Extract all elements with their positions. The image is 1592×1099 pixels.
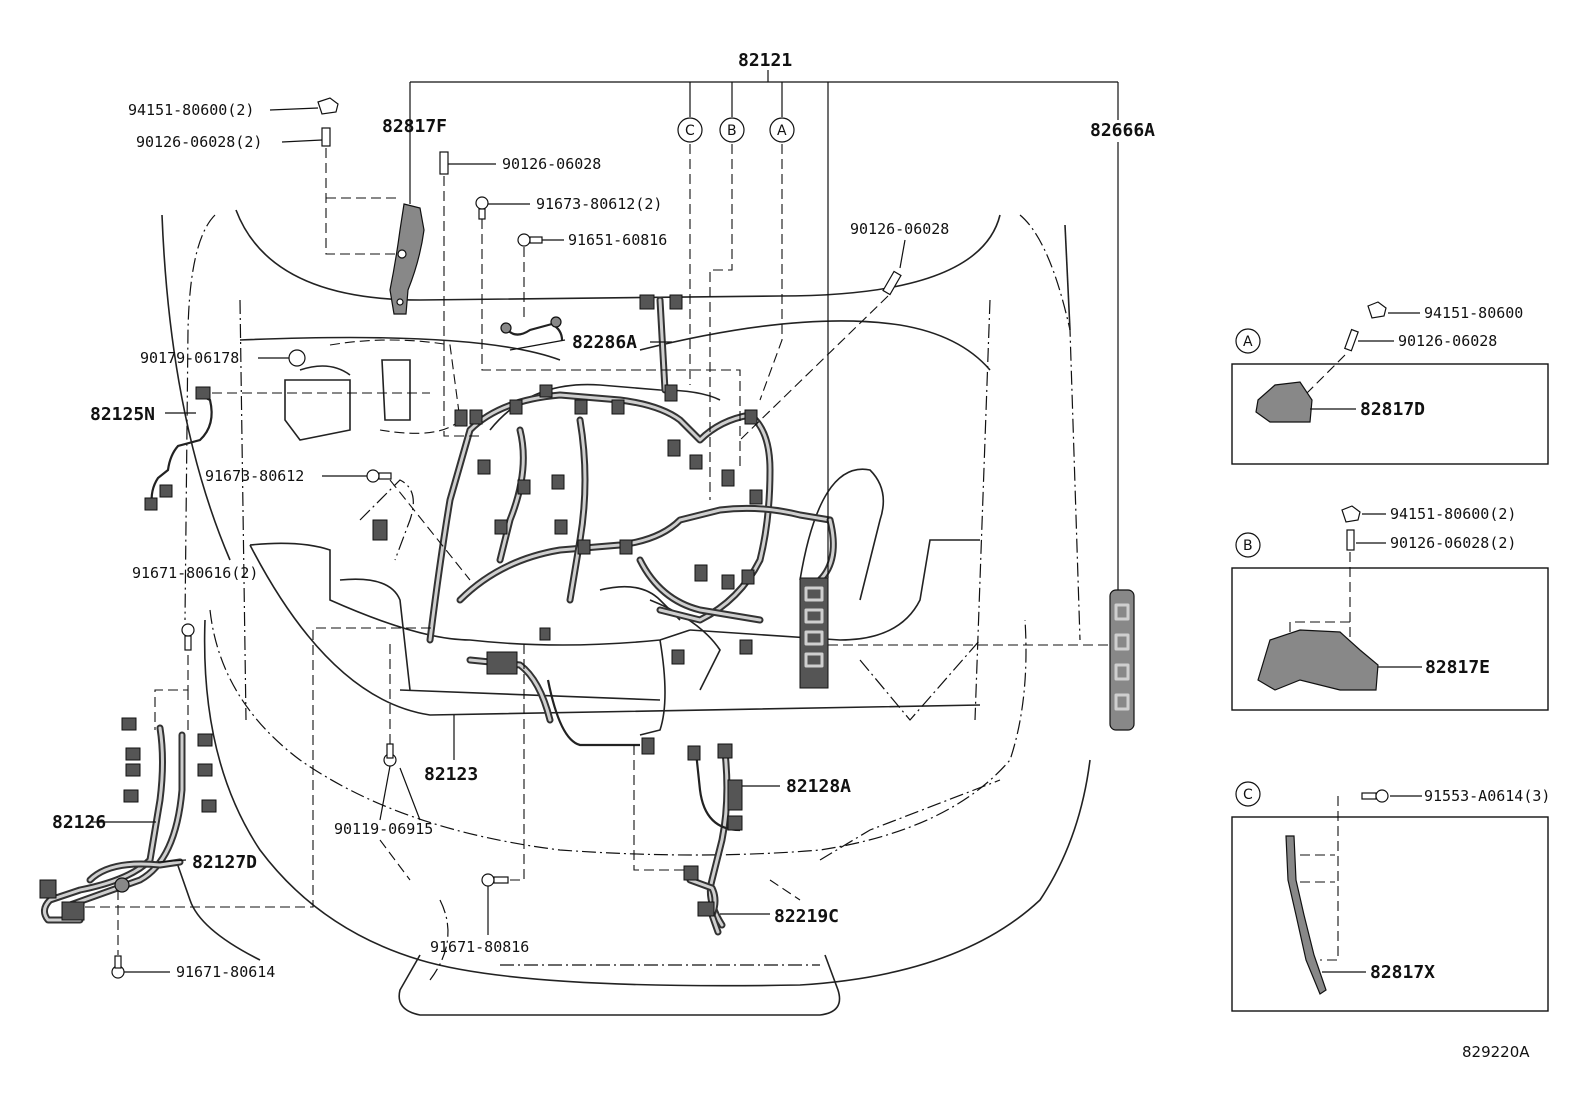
label-82121: 82121 [738, 50, 792, 71]
callout-label-c: C [685, 123, 695, 139]
detail-c-bolt-label: 91553-A0614(3) [1424, 787, 1550, 805]
label-82126: 82126 [52, 812, 106, 833]
detail-b-part-label: 82817E [1425, 657, 1490, 678]
detail-b-nut-label: 94151-80600(2) [1390, 505, 1516, 523]
callout-label-a: A [777, 123, 787, 139]
label-91651-60816: 91651-60816 [568, 231, 667, 249]
label-82286A: 82286A [572, 332, 637, 353]
label-90126-06028-2: 90126-06028(2) [136, 133, 262, 151]
label-82123: 82123 [424, 764, 478, 785]
bracket-82817F [389, 203, 425, 315]
label-94151-80600-2: 94151-80600(2) [128, 101, 254, 119]
detail-a-part-label: 82817D [1360, 399, 1425, 420]
label-91671-80816: 91671-80816 [430, 938, 529, 956]
label-82127D: 82127D [192, 852, 257, 873]
detail-b-stud-label: 90126-06028(2) [1390, 534, 1516, 552]
part-labels: 82121 82817F 82666A 82286A 82125N 82123 … [52, 50, 1155, 981]
label-90179-06178: 90179-06178 [140, 349, 239, 367]
detail-b-circle: B [1243, 538, 1253, 554]
harness-82123 [546, 679, 655, 755]
leader-lines [85, 70, 1119, 973]
label-90119-06915: 90119-06915 [334, 820, 433, 838]
label-82128A: 82128A [786, 776, 851, 797]
label-82125N: 82125N [90, 404, 155, 425]
label-91673-80612: 91673-80612 [205, 467, 304, 485]
cover-82666A [1109, 589, 1135, 731]
fasteners [111, 97, 902, 979]
label-91671-80616-2: 91671-80616(2) [132, 564, 258, 582]
callout-circle-a [769, 117, 795, 143]
detail-a: A 94151-80600 90126-06028 82817D [1231, 301, 1549, 465]
label-82817F: 82817F [382, 116, 447, 137]
detail-a-nut-label: 94151-80600 [1424, 304, 1523, 322]
detail-c-circle: C [1243, 787, 1253, 803]
harness-82127D [86, 858, 184, 893]
label-82666A: 82666A [1090, 120, 1155, 141]
label-91673-80612-2: 91673-80612(2) [536, 195, 662, 213]
detail-c: C 91553-A0614(3) 82817X [1231, 781, 1550, 1012]
vehicle-body-outline [161, 209, 1091, 1016]
label-82219C: 82219C [774, 906, 839, 927]
detail-a-circle: A [1243, 334, 1253, 350]
label-91671-80614: 91671-80614 [176, 963, 275, 981]
harness-82125N [144, 386, 213, 511]
clamp-82286A [500, 316, 564, 341]
label-90126-06028-top: 90126-06028 [502, 155, 601, 173]
detail-a-stud-label: 90126-06028 [1398, 332, 1497, 350]
callout-label-b: B [727, 123, 737, 139]
label-90126-06028-right: 90126-06028 [850, 220, 949, 238]
callout-circle-b [719, 117, 745, 143]
detail-c-part-label: 82817X [1370, 962, 1435, 983]
detail-b: B 94151-80600(2) 90126-06028(2) 82817E [1231, 505, 1549, 711]
diagram-reference-number: 829220A [1462, 1043, 1530, 1061]
callout-circle-c [677, 117, 703, 143]
main-harness-82121 [372, 294, 837, 724]
harness-82219C [683, 865, 722, 936]
